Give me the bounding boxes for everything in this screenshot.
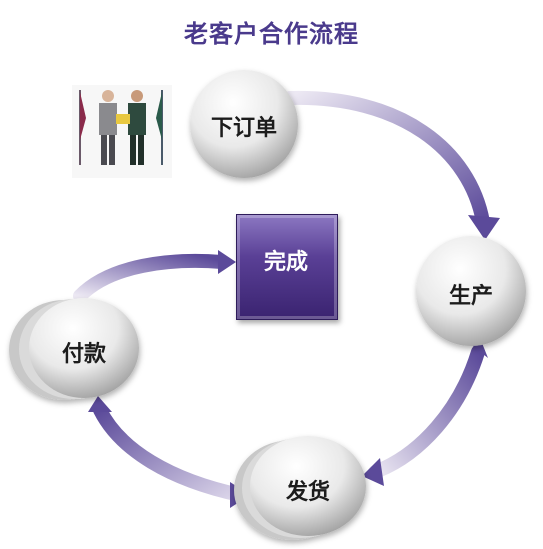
node-ship [234, 436, 366, 540]
node-produce-label: 生产 [448, 284, 493, 309]
arrow-order-to-produce [283, 90, 500, 240]
node-ship-label: 发货 [285, 480, 330, 505]
arrow-pay-to-done [73, 250, 236, 303]
diagram-title: 老客户合作流程 [184, 20, 359, 48]
node-order [190, 70, 298, 178]
node-pay-label: 付款 [61, 342, 106, 367]
node-produce [416, 236, 526, 346]
arrow-ship-to-pay [88, 396, 250, 508]
node-done-label: 完成 [263, 250, 308, 275]
node-order-label: 下订单 [210, 116, 277, 141]
node-pay [9, 298, 139, 400]
done-box [236, 214, 338, 320]
arrow-produce-to-ship [362, 338, 488, 486]
handshake-illustration [72, 85, 172, 178]
